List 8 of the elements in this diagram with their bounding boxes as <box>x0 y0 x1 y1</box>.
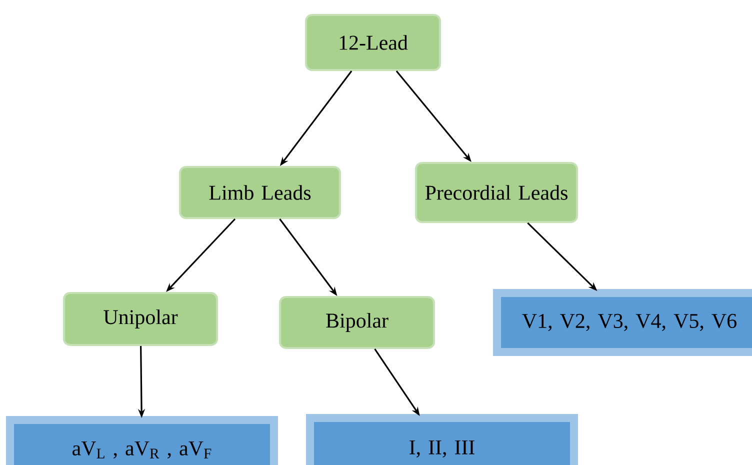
category-box: Bipolar <box>279 296 435 349</box>
category-box: Precordial Leads <box>415 162 578 223</box>
lead-list-box: I, II, III <box>306 414 578 465</box>
lead-list-box: aV$_{L}$ , aV$_{R}$ , aV$_{F}$ <box>6 416 278 465</box>
category-box: Unipolar <box>63 292 218 346</box>
category-box: Limb Leads <box>179 166 341 219</box>
category-box: 12-Lead <box>305 14 441 71</box>
lead-list-box: V1, V2, V3, V4, V5, V6 <box>493 288 752 356</box>
